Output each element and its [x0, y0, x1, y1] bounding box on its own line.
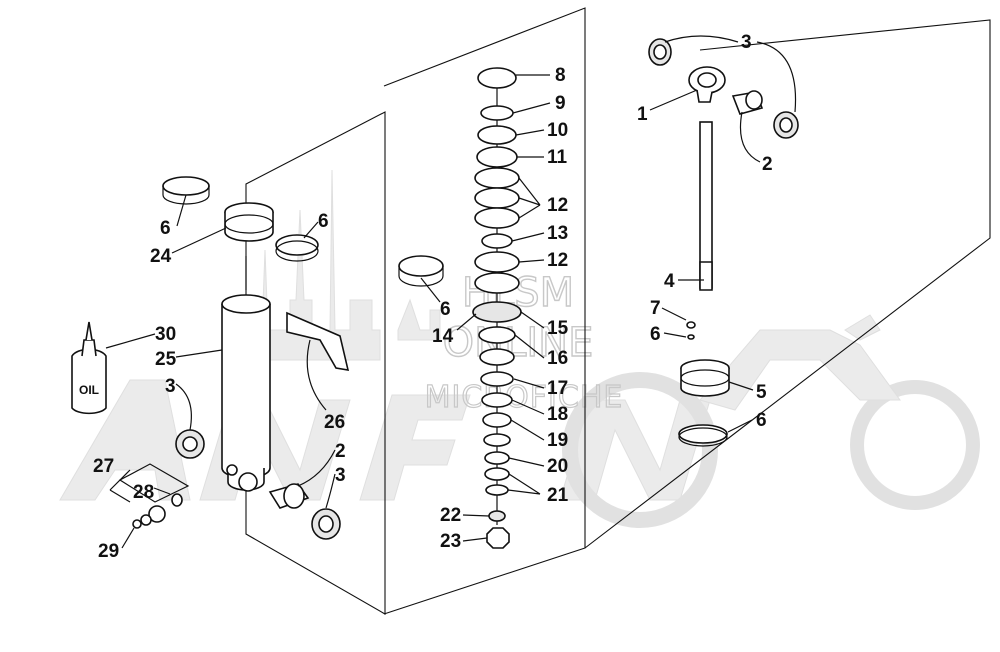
part-sheet-26: [286, 311, 350, 371]
part-oil-bottle-30: OIL: [71, 321, 107, 415]
center-frame: [383, 7, 586, 615]
part-washer-22: [488, 510, 506, 522]
callout-6-right-small: 6: [650, 324, 661, 345]
part-ring-6-mid: [275, 234, 319, 262]
callout-24: 24: [150, 246, 172, 267]
part-bushing-3-left: [175, 429, 205, 459]
callout-4: 4: [664, 271, 675, 292]
part-ring-6-top: [162, 176, 210, 205]
oil-bottle-label: OIL: [79, 383, 99, 397]
callout-19: 19: [547, 430, 568, 451]
callout-17: 17: [547, 378, 568, 399]
callout-27: 27: [93, 456, 114, 477]
callouts: 3 1 2 4 7 6 5 6 8 9 10 11 12 13 12 15 16…: [93, 32, 773, 562]
callout-26: 26: [324, 412, 345, 433]
callout-18: 18: [547, 404, 568, 425]
right-frame: [584, 19, 991, 549]
part-bushing-3-top-right: [773, 111, 799, 139]
part-ring-6-right: [678, 424, 728, 447]
callout-2-left: 2: [335, 441, 346, 462]
part-seal-24: [224, 202, 274, 242]
part-oring-6-small: [687, 334, 695, 340]
motorcycle-watermark: [562, 314, 980, 528]
callout-7: 7: [650, 298, 661, 319]
callout-3-top: 3: [741, 32, 752, 53]
part-shaft-4: [699, 121, 713, 291]
watermark-line3: MICROFICHE: [425, 380, 624, 415]
callout-10: 10: [547, 120, 568, 141]
part-screw-7: [686, 321, 696, 329]
watermark-line2: ONLINE: [443, 320, 594, 366]
part-ring-6-center: [398, 255, 444, 287]
callout-6-left-top: 6: [160, 218, 171, 239]
callout-23: 23: [440, 531, 461, 552]
part-body-25: [221, 294, 271, 492]
part-spacer-2: [268, 483, 310, 509]
callout-3-left: 3: [165, 376, 176, 397]
callout-20: 20: [547, 456, 568, 477]
callout-6-right-ring: 6: [756, 410, 767, 431]
callout-30: 30: [155, 324, 176, 345]
part-eyelet-1: [688, 66, 726, 103]
part-bushing-3-bottom: [311, 508, 341, 540]
leader-lines: [105, 35, 797, 549]
part-spacer-2-right: [731, 90, 764, 115]
callout-14: 14: [432, 326, 454, 347]
callout-16: 16: [547, 348, 568, 369]
callout-2-right: 2: [762, 154, 773, 175]
callout-6-center: 6: [440, 299, 451, 320]
callout-6-left-mid: 6: [318, 211, 329, 232]
watermark-art: [59, 169, 980, 528]
part-cap-29: [132, 519, 142, 529]
callout-9: 9: [555, 93, 566, 114]
part-nut-23: [486, 527, 510, 549]
callout-12-lower: 12: [547, 250, 568, 271]
callout-22: 22: [440, 505, 461, 526]
callout-25: 25: [155, 349, 177, 370]
callout-28: 28: [133, 482, 154, 503]
callout-13: 13: [547, 223, 568, 244]
callout-15: 15: [547, 318, 569, 339]
callout-3-bottom: 3: [335, 465, 346, 486]
callout-29: 29: [98, 541, 119, 562]
part-piston-5: [680, 359, 730, 397]
callout-12-upper: 12: [547, 195, 568, 216]
part-valve-28: [118, 463, 190, 526]
callout-11: 11: [547, 147, 568, 168]
callout-21: 21: [547, 485, 569, 506]
callout-5: 5: [756, 382, 767, 403]
callout-1: 1: [637, 104, 648, 125]
part-bushing-3-top-left: [648, 38, 672, 66]
callout-8: 8: [555, 65, 566, 86]
